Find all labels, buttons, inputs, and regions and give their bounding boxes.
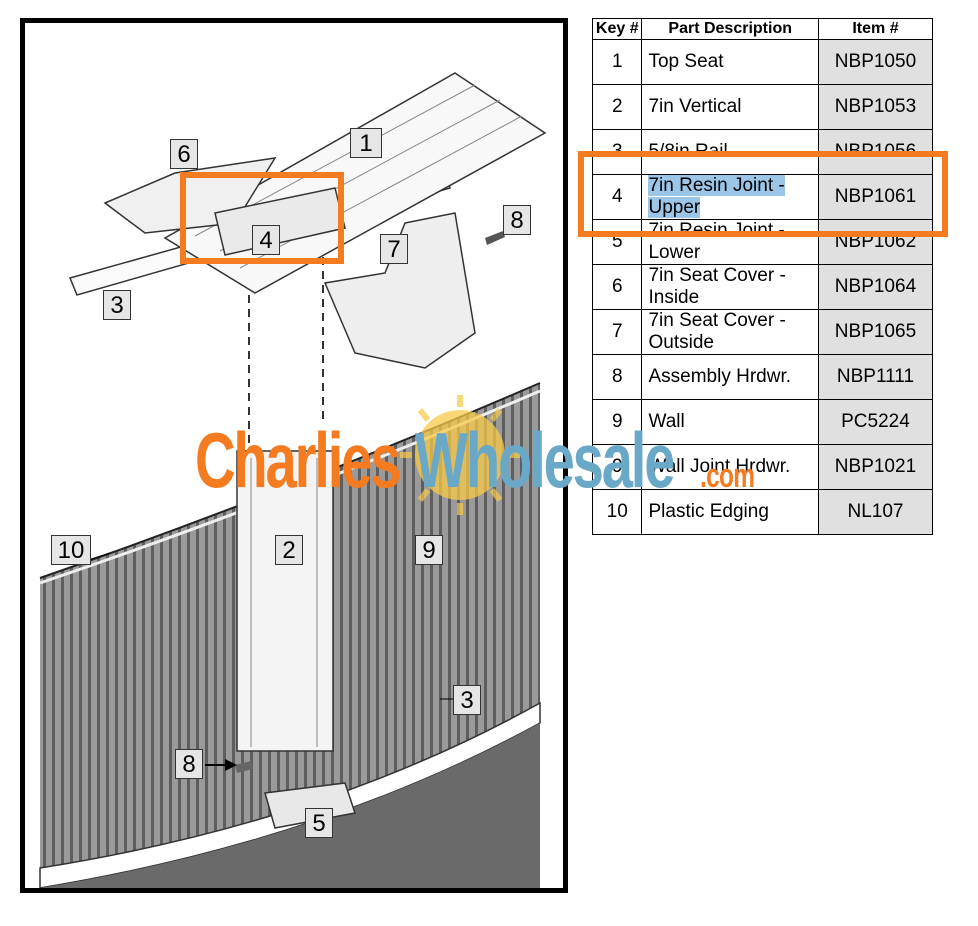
- callout-7: 7: [380, 234, 408, 264]
- row-key: 10: [591, 489, 643, 535]
- row-desc: 7in Resin Joint - Upper: [641, 174, 819, 220]
- callout-8: 8: [503, 205, 531, 235]
- header-description: Part Description: [641, 18, 819, 40]
- row-key: 5: [591, 219, 643, 265]
- row-key: 8: [591, 354, 643, 400]
- table-row: 10 Plastic Edging NL107: [591, 489, 934, 535]
- row-desc: 7in Seat Cover - Inside: [641, 264, 819, 310]
- parts-table: Key # Part Description Item # 1 Top Seat…: [591, 18, 934, 535]
- screw: [485, 231, 505, 245]
- callout-10: 10: [51, 535, 91, 565]
- diagram-highlight-box: [180, 172, 344, 264]
- seat-cover-outside: [323, 212, 476, 369]
- row-key: 9: [591, 444, 643, 490]
- watermark-logo: Charlies Wholesale .com: [195, 395, 755, 535]
- row-desc: Assembly Hrdwr.: [641, 354, 819, 400]
- row-item: NL107: [817, 489, 934, 535]
- watermark-text-com: .com: [700, 457, 755, 495]
- callout-3: 3: [103, 290, 131, 320]
- table-row: 8 Assembly Hrdwr. NBP1111: [591, 354, 934, 400]
- row-desc: Plastic Edging: [641, 489, 819, 535]
- row-desc: 7in Seat Cover - Outside: [641, 309, 819, 355]
- table-row: 1 Top Seat NBP1050: [591, 39, 934, 85]
- row-item: NBP1050: [817, 39, 934, 85]
- row-key: 7: [591, 309, 643, 355]
- callout-2: 2: [275, 535, 303, 565]
- resin-joint-plate: [214, 187, 346, 256]
- row-item: NBP1064: [817, 264, 934, 310]
- table-row: 6 7in Seat Cover - Inside NBP1064: [591, 264, 934, 310]
- callout-1: 1: [350, 128, 382, 158]
- callout-5: 5: [305, 808, 333, 838]
- table-row: 9 Wall Joint Hrdwr. NBP1021: [591, 444, 934, 490]
- callout-3b: 3: [453, 685, 481, 715]
- table-row-selected: 4 7in Resin Joint - Upper NBP1061: [591, 174, 934, 220]
- watermark-text-charlies: Charlies: [195, 416, 402, 504]
- table-highlight-box: [578, 151, 948, 237]
- header-key: Key #: [591, 18, 643, 40]
- row-key: 2: [591, 84, 643, 130]
- sun-icon: [400, 395, 520, 515]
- row-item: NBP1065: [817, 309, 934, 355]
- row-item: NBP1111: [817, 354, 934, 400]
- header-item: Item #: [817, 18, 934, 40]
- callout-9: 9: [415, 535, 443, 565]
- row-item: NBP1053: [817, 84, 934, 130]
- watermark-text-wholesale: Wholesale: [415, 416, 675, 504]
- row-item: NBP1061: [817, 174, 934, 220]
- row-key: 6: [591, 264, 643, 310]
- callout-8b: 8: [175, 749, 203, 779]
- table-row: 7 7in Seat Cover - Outside NBP1065: [591, 309, 934, 355]
- row-desc: 7in Vertical: [641, 84, 819, 130]
- row-key: 9: [591, 399, 643, 445]
- row-desc: Wall Joint Hrdwr.: [641, 444, 819, 490]
- row-desc: Top Seat: [641, 39, 819, 85]
- row-item: NBP1021: [817, 444, 934, 490]
- callout-6: 6: [170, 139, 198, 169]
- row-item: PC5224: [817, 399, 934, 445]
- row-key: 1: [591, 39, 643, 85]
- table-header-row: Key # Part Description Item #: [591, 18, 934, 40]
- table-row: 2 7in Vertical NBP1053: [591, 84, 934, 130]
- callout-4: 4: [252, 225, 280, 255]
